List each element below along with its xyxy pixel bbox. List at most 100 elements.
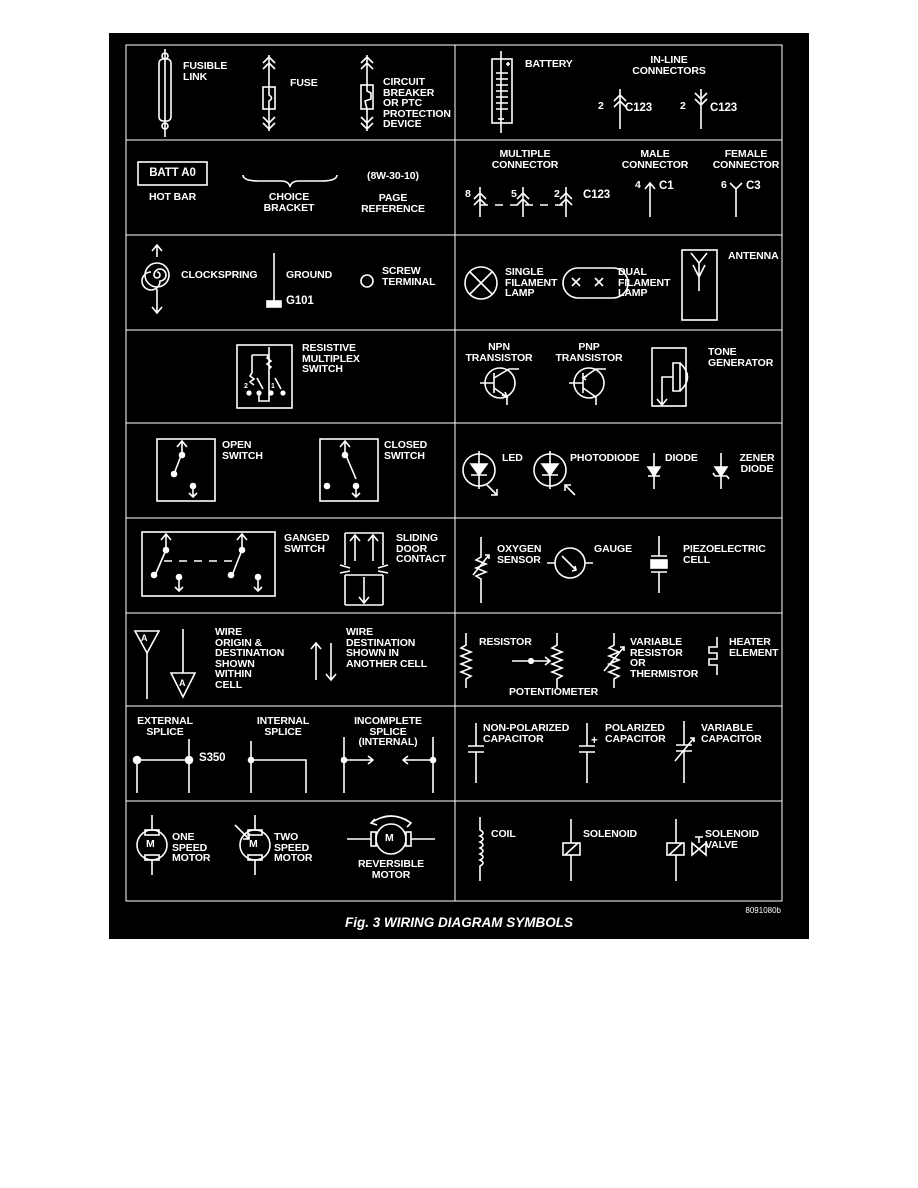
label-wire-origin-a1: A <box>141 633 148 643</box>
closed-switch-symbol <box>319 438 379 502</box>
label-resistor: RESISTOR <box>479 636 532 648</box>
label-female-ref: C3 <box>746 180 761 192</box>
label-motor-m2: M <box>249 838 258 850</box>
label-open-switch: OPEN SWITCH <box>222 439 263 462</box>
label-inline-pin-2: 2 <box>680 100 686 112</box>
label-tone-generator: TONE GENERATOR <box>708 346 774 369</box>
label-ground-ref: G101 <box>286 295 314 307</box>
battery-symbol <box>491 51 513 133</box>
label-male-connector: MALE CONNECTOR <box>621 148 689 171</box>
ground-symbol <box>266 253 282 308</box>
symbol-drawings <box>125 44 783 902</box>
label-sliding-door: SLIDING DOOR CONTACT <box>396 532 446 566</box>
label-one-speed: ONE SPEED MOTOR <box>172 831 211 865</box>
label-male-ref: C1 <box>659 180 674 192</box>
label-rms-pin-2: 2 <box>244 383 248 390</box>
label-rms-pin-1: 1 <box>271 383 275 390</box>
label-splice-ref: S350 <box>199 752 226 764</box>
label-pnp: PNP TRANSISTOR <box>555 341 623 364</box>
wire-origin-symbols <box>133 629 337 699</box>
label-wire-destination: WIRE DESTINATION SHOWN IN ANOTHER CELL <box>346 626 428 670</box>
label-wire-origin: WIRE ORIGIN & DESTINATION SHOWN WITHIN C… <box>215 626 285 691</box>
label-non-polarized: NON-POLARIZED CAPACITOR <box>483 722 570 745</box>
coil-solenoid-symbols <box>478 817 707 881</box>
label-diode: DIODE <box>665 452 698 464</box>
figure-code: 8091080b <box>745 906 781 915</box>
label-male-pin: 4 <box>635 179 641 191</box>
label-single-filament: SINGLE FILAMENT LAMP <box>505 266 558 300</box>
label-incomplete-splice: INCOMPLETE SPLICE (INTERNAL) <box>354 715 422 749</box>
label-choice-bracket: CHOICE BRACKET <box>263 191 315 214</box>
label-potentiometer: POTENTIOMETER <box>509 686 599 698</box>
hot-bar-symbols <box>137 161 338 188</box>
ganged-switch-symbol <box>141 531 276 597</box>
label-inline-connectors: IN-LINE CONNECTORS <box>632 54 706 77</box>
label-fuse: FUSE <box>290 77 318 89</box>
label-variable-resistor: VARIABLE RESISTOR OR THERMISTOR <box>630 636 699 680</box>
label-clockspring: CLOCKSPRING <box>181 269 258 281</box>
figure-caption: Fig. 3 WIRING DIAGRAM SYMBOLS <box>345 915 573 930</box>
label-solenoid-valve: SOLENOID VALVE <box>705 828 760 851</box>
label-antenna: ANTENNA <box>728 250 779 262</box>
fusible-link-symbol <box>158 49 172 137</box>
label-page-ref-value: (8W-30-10) <box>367 170 419 182</box>
label-motor-m1: M <box>146 838 155 850</box>
label-dual-filament: DUAL FILAMENT LAMP <box>618 266 671 300</box>
label-circuit-breaker: CIRCUIT BREAKER OR PTC PROTECTION DEVICE <box>383 76 451 131</box>
label-wire-origin-a2: A <box>179 678 186 688</box>
cell-grid <box>125 44 783 902</box>
label-mc-pin-8: 8 <box>465 188 471 200</box>
label-heater: HEATER ELEMENT <box>729 636 779 659</box>
transistor-symbols <box>480 367 606 405</box>
label-piezo: PIEZOELECTRIC CELL <box>683 543 766 566</box>
splice-symbols <box>132 737 437 793</box>
label-female-connector: FEMALE CONNECTOR <box>712 148 780 171</box>
multiple-connector-symbols <box>473 181 743 217</box>
resistive-multiplex-switch-symbol <box>236 344 293 409</box>
label-polarized: POLARIZED CAPACITOR <box>605 722 666 745</box>
label-internal-splice: INTERNAL SPLICE <box>256 715 310 738</box>
label-mc-pin-2: 2 <box>554 188 560 200</box>
label-ground: GROUND <box>286 269 333 281</box>
label-photodiode: PHOTODIODE <box>570 452 640 464</box>
capacitor-symbols <box>468 721 695 783</box>
label-inline-ref-1: C123 <box>625 102 653 114</box>
open-switch-symbol <box>156 438 216 502</box>
label-hot-bar: HOT BAR <box>149 191 197 203</box>
label-mc-ref: C123 <box>583 189 611 201</box>
circuit-breaker-symbol <box>360 55 374 131</box>
label-inline-pin-1: 2 <box>598 100 604 112</box>
resistor-symbols <box>458 633 718 688</box>
sliding-door-contact-symbol <box>339 532 389 606</box>
label-female-pin: 6 <box>721 179 727 191</box>
label-inline-ref-2: C123 <box>710 102 738 114</box>
wiring-diagram-figure: FUSIBLE LINK FUSE CIRCUIT BREAKER OR PTC… <box>109 33 809 939</box>
label-multiple-connector: MULTIPLE CONNECTOR <box>491 148 559 171</box>
label-oxygen-sensor: OXYGEN SENSOR <box>497 543 542 566</box>
label-gauge: GAUGE <box>594 543 633 555</box>
label-mc-pin-5: 5 <box>511 188 517 200</box>
label-variable-cap: VARIABLE CAPACITOR <box>701 722 762 745</box>
label-batt-a0: BATT A0 <box>149 167 196 179</box>
sensor-gauge-symbols <box>472 536 668 603</box>
label-resistive-multiplex: RESISTIVE MULTIPLEX SWITCH <box>302 342 360 376</box>
label-solenoid: SOLENOID <box>583 828 638 840</box>
label-zener: ZENER DIODE <box>739 452 775 475</box>
label-ganged-switch: GANGED SWITCH <box>284 532 330 555</box>
label-motor-m3: M <box>385 832 394 844</box>
tone-generator-symbol <box>651 347 689 407</box>
antenna-symbol <box>681 249 718 321</box>
clockspring-symbol <box>141 243 170 315</box>
inline-connector-symbols <box>613 89 708 129</box>
lamp-symbols <box>464 266 629 300</box>
label-page-reference: PAGE REFERENCE <box>361 192 425 215</box>
motor-symbols <box>136 815 435 875</box>
fuse-symbol <box>262 55 276 131</box>
label-npn: NPN TRANSISTOR <box>465 341 533 364</box>
label-reversible: REVERSIBLE MOTOR <box>357 858 425 881</box>
screw-terminal-symbol <box>360 274 374 288</box>
label-fusible-link: FUSIBLE LINK <box>183 60 228 83</box>
diode-symbols <box>462 451 730 496</box>
label-screw-terminal: SCREW TERMINAL <box>382 265 436 288</box>
label-coil: COIL <box>491 828 516 840</box>
